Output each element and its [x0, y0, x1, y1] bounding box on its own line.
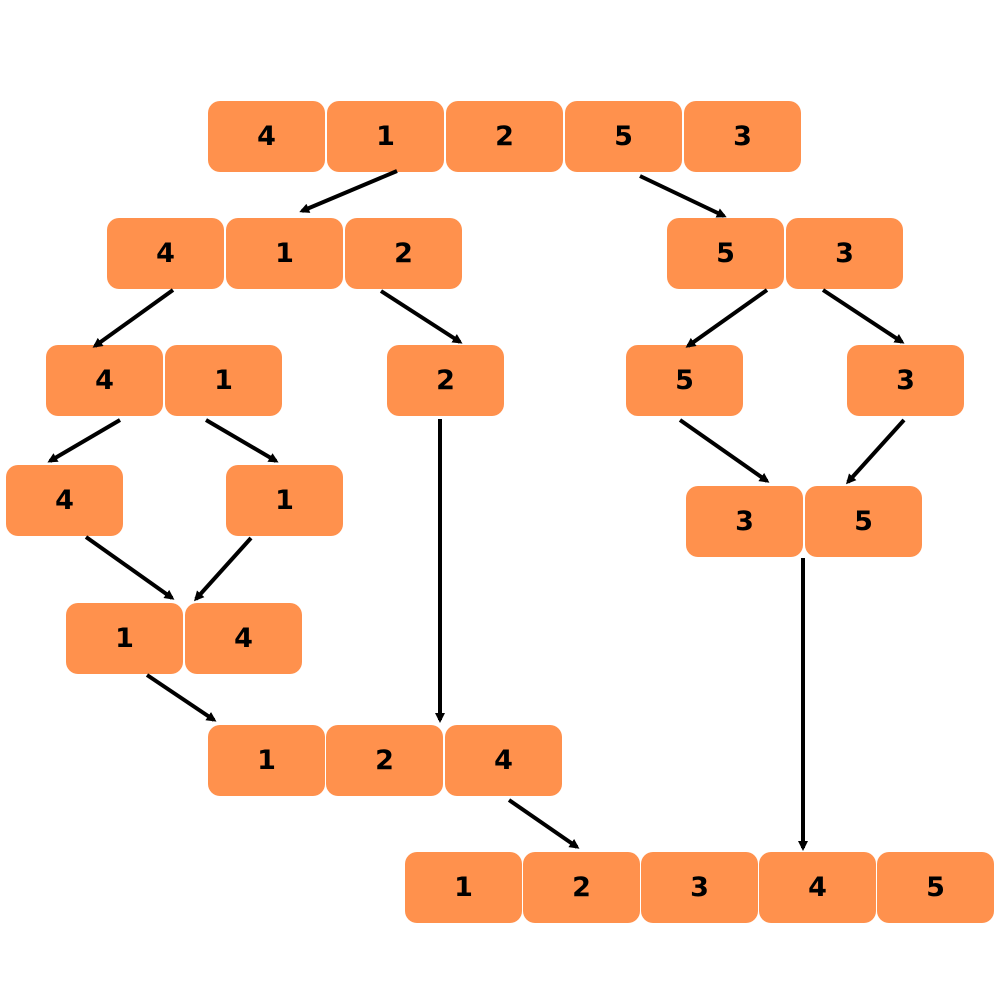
- cell: 4: [6, 465, 123, 536]
- cell: 5: [626, 345, 743, 416]
- cell: 4: [208, 101, 325, 172]
- cell: 4: [445, 725, 562, 796]
- arrow: [639, 174, 727, 218]
- arrow: [845, 418, 906, 485]
- arrow: [47, 418, 122, 463]
- cell: 3: [847, 345, 964, 416]
- arrow: [299, 169, 398, 213]
- cell: 1: [66, 603, 183, 674]
- arrow: [678, 418, 770, 483]
- cell: 2: [326, 725, 443, 796]
- cell: 1: [208, 725, 325, 796]
- cell: 2: [446, 101, 563, 172]
- cell: 5: [565, 101, 682, 172]
- arrow: [193, 536, 253, 602]
- cell: 3: [641, 852, 758, 923]
- arrow: [685, 288, 769, 348]
- arrow: [204, 418, 279, 463]
- cell: 1: [327, 101, 444, 172]
- arrow: [507, 798, 580, 849]
- arrow: [379, 289, 463, 344]
- cell: 3: [684, 101, 801, 172]
- cell: 4: [185, 603, 302, 674]
- arrow: [84, 535, 175, 600]
- cell: 4: [107, 218, 224, 289]
- cell: 2: [345, 218, 462, 289]
- cell: 5: [667, 218, 784, 289]
- cell: 4: [759, 852, 876, 923]
- cell: 3: [686, 486, 803, 557]
- arrow: [145, 673, 217, 722]
- cell: 3: [786, 218, 903, 289]
- cell: 1: [405, 852, 522, 923]
- cell: 2: [523, 852, 640, 923]
- cell: 4: [46, 345, 163, 416]
- cell: 1: [226, 218, 343, 289]
- cell: 2: [387, 345, 504, 416]
- cell: 5: [805, 486, 922, 557]
- arrow: [821, 288, 905, 344]
- arrow: [92, 288, 175, 348]
- cell: 5: [877, 852, 994, 923]
- cell: 1: [226, 465, 343, 536]
- cell: 1: [165, 345, 282, 416]
